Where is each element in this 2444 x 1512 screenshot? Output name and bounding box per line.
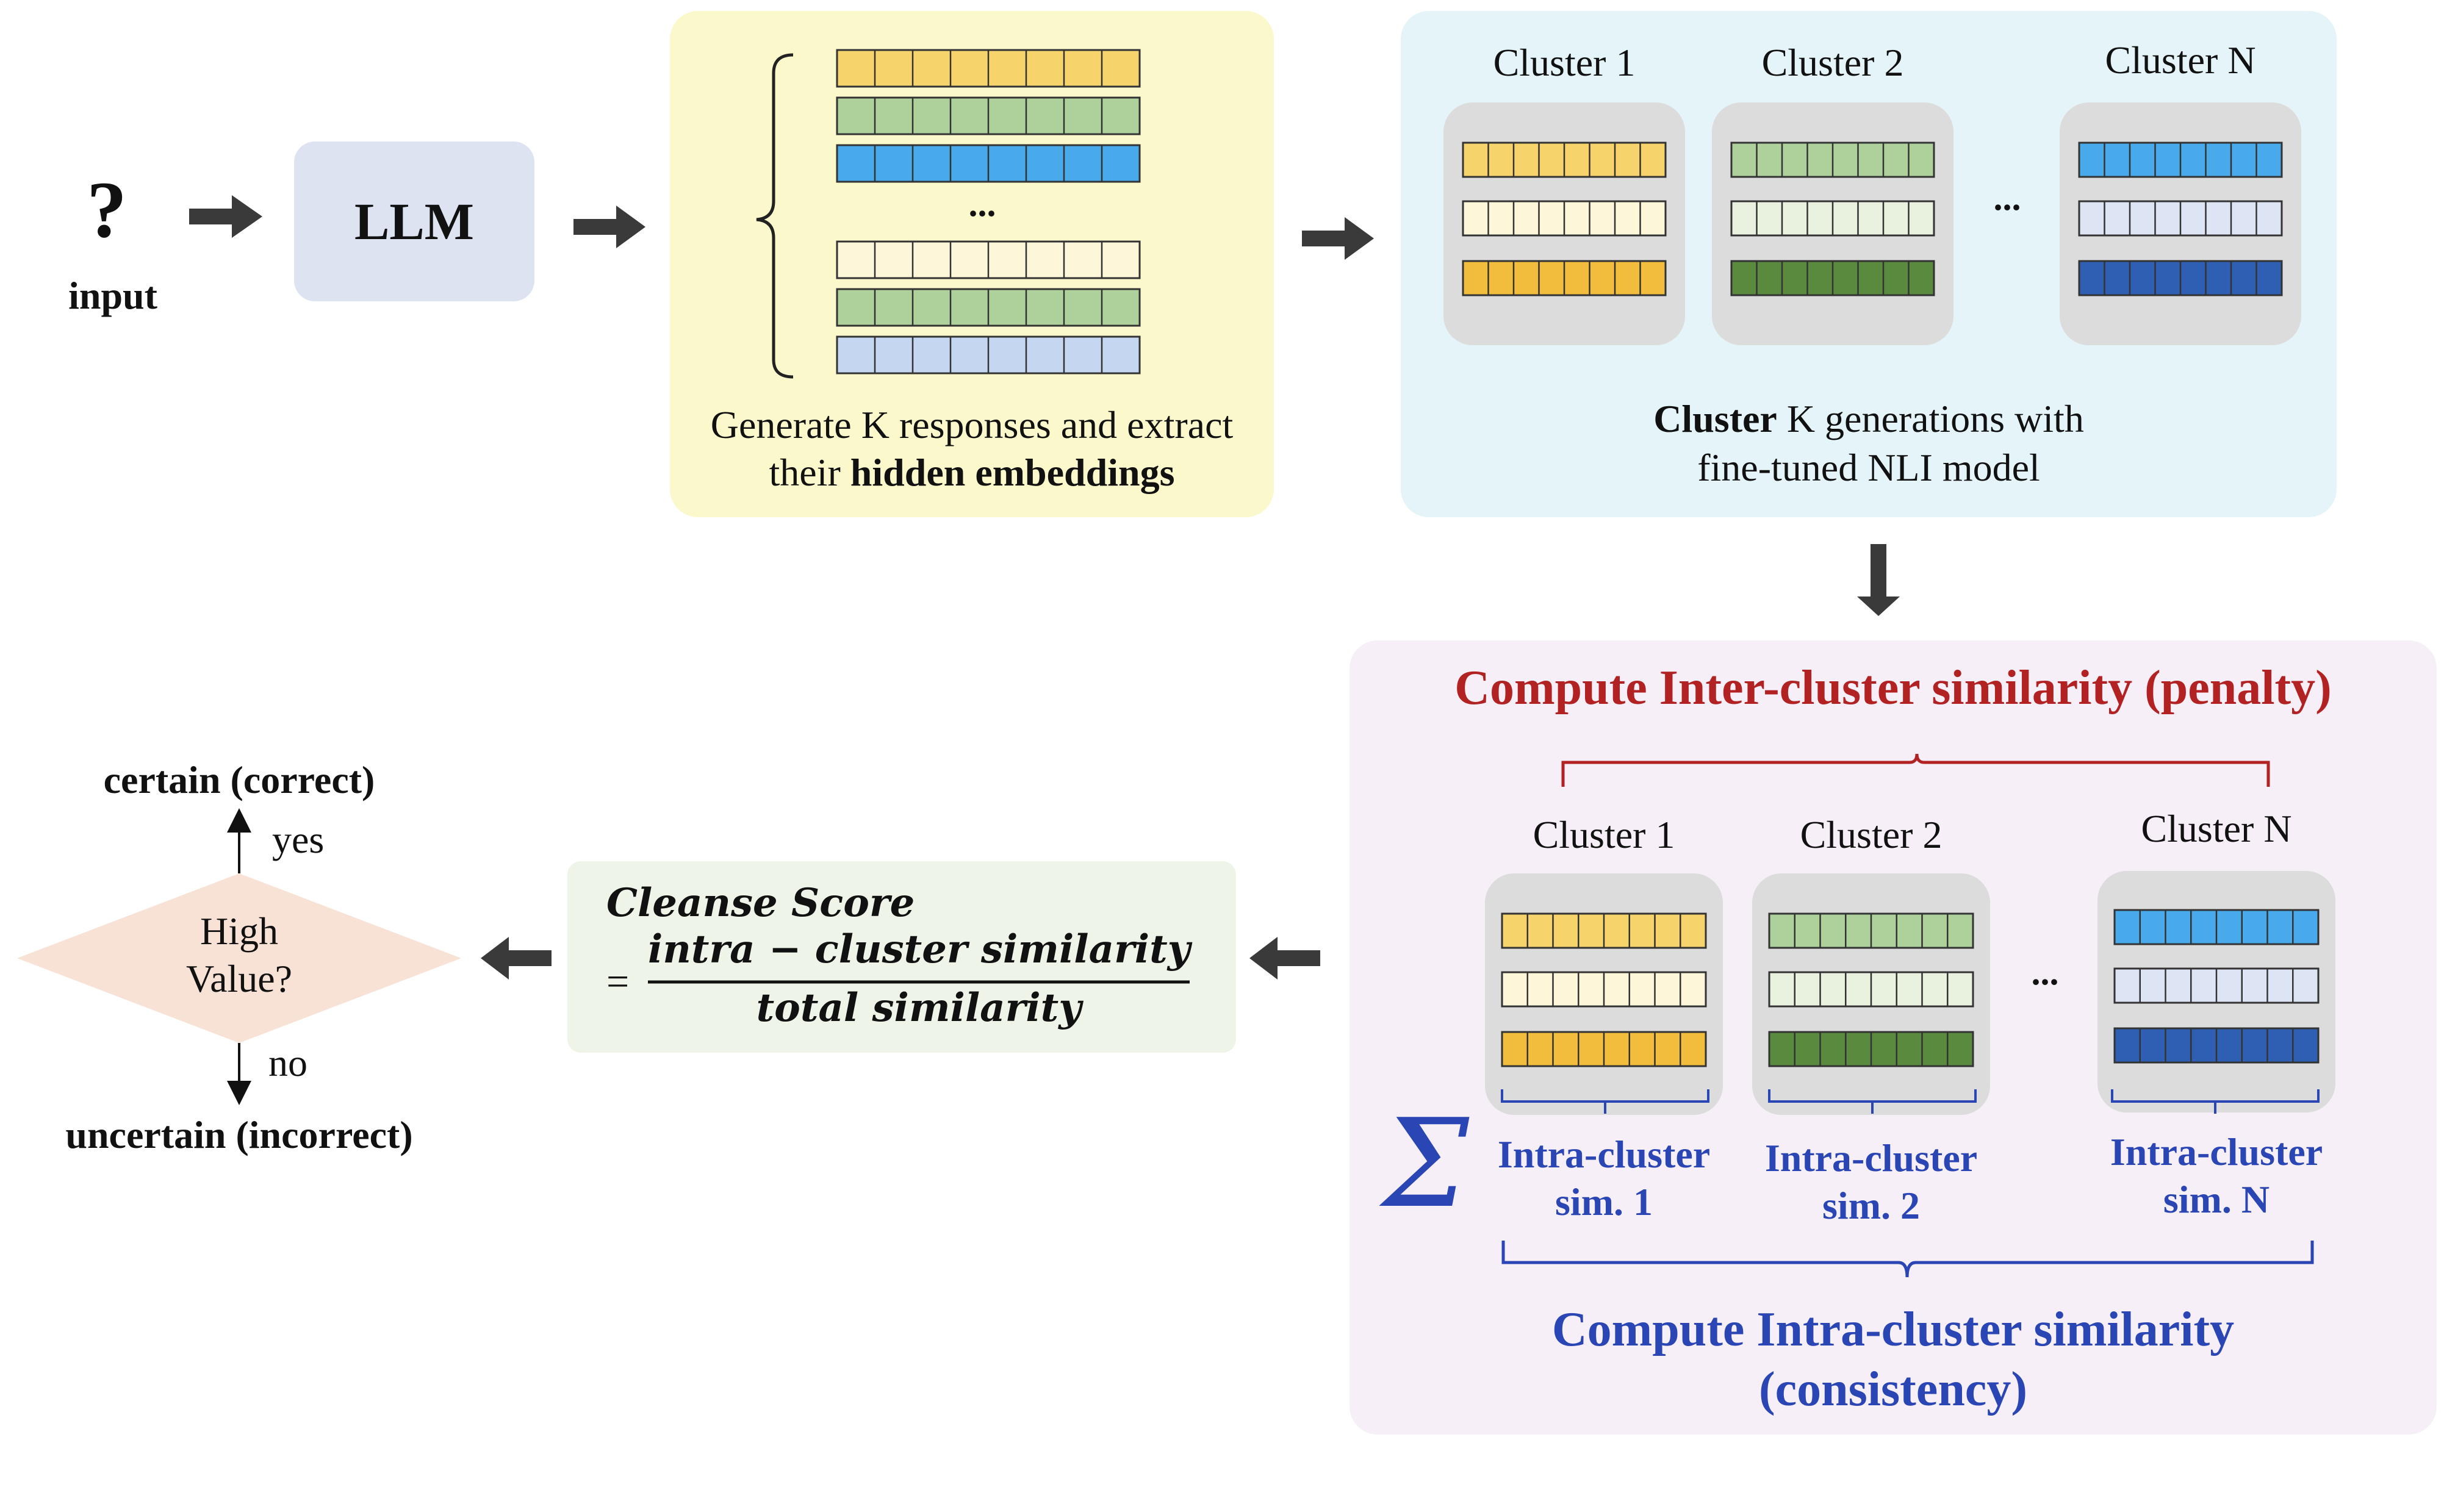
decision-diamond	[17, 873, 461, 1043]
intra-sim-1-line1: Intra-cluster	[1497, 1133, 1711, 1176]
cluster-caption-line2: fine-tuned NLI model	[1697, 446, 2040, 489]
embedding-grid-c2-1	[1730, 142, 1935, 178]
arrow-clustering-to-similarity	[1857, 544, 1900, 616]
generation-caption-line2: their hidden embeddings	[670, 450, 1274, 495]
sim-cluster-label-1: Cluster 1	[1533, 813, 1675, 856]
arrow-score-to-decision	[481, 937, 552, 980]
embedding-grid-s1-3	[1501, 1031, 1707, 1067]
arrow-generation-to-clustering	[1302, 217, 1374, 260]
generation-brace	[756, 53, 794, 379]
embedding-grid-gen-5	[836, 288, 1141, 327]
generation-ellipsis: ...	[968, 184, 996, 224]
embedding-grid-cn-1	[2078, 142, 2283, 178]
score-title: Cleanse Score	[606, 880, 915, 926]
intra-sim-n-line1: Intra-cluster	[2110, 1130, 2323, 1173]
cluster-ellipsis: ...	[1993, 177, 2021, 218]
intra-sim-2-line2: sim. 2	[1822, 1184, 1920, 1227]
cluster-label-1: Cluster 1	[1493, 41, 1636, 84]
no-label: no	[268, 1041, 307, 1084]
embedding-grid-cn-2	[2078, 200, 2283, 237]
embedding-grids	[836, 49, 2320, 1067]
arrow-llm-to-generation	[573, 206, 645, 248]
score-numerator: intra − cluster similarity	[648, 926, 1190, 972]
embedding-grid-gen-4	[836, 240, 1141, 279]
embedding-grid-gen-1	[836, 49, 1141, 88]
sim-cluster-ellipsis: ...	[2031, 952, 2059, 992]
generation-caption-bold: hidden embeddings	[850, 451, 1175, 494]
embedding-grid-gen-2	[836, 96, 1141, 135]
embedding-grid-cn-3	[2078, 260, 2283, 296]
embedding-grid-s2-1	[1768, 912, 1974, 949]
certain-label: certain (correct)	[103, 758, 375, 801]
embedding-grid-sn-3	[2113, 1027, 2320, 1064]
generation-caption-plain: their	[769, 451, 850, 494]
llm-label: LLM	[354, 192, 474, 251]
score-panel	[567, 861, 1236, 1053]
input-label: input	[68, 274, 157, 317]
cluster-label-n: Cluster N	[2105, 38, 2256, 82]
flow-arrows	[189, 195, 1900, 980]
sigma-symbol: Σ	[1382, 1093, 1469, 1235]
arrow-input-to-llm	[189, 195, 262, 238]
embedding-grid-s2-3	[1768, 1031, 1974, 1067]
embedding-grid-c2-3	[1730, 260, 1935, 296]
intra-sim-n-line2: sim. N	[2163, 1178, 2270, 1221]
intra-cluster-title-line2: (consistency)	[1759, 1363, 2027, 1416]
score-denominator: total similarity	[756, 985, 1082, 1031]
diamond-label-line1: High	[200, 909, 278, 953]
intra-sim-2-line1: Intra-cluster	[1764, 1136, 1978, 1180]
input-question-mark: ?	[87, 165, 127, 254]
intra-sim-1-line2: sim. 1	[1555, 1180, 1653, 1224]
embedding-grid-c1-1	[1462, 142, 1667, 178]
intra-cluster-title-line1: Compute Intra-cluster similarity	[1551, 1303, 2235, 1356]
arrow-similarity-to-score	[1249, 937, 1320, 980]
embedding-grid-sn-1	[2113, 909, 2320, 945]
uncertain-label: uncertain (incorrect)	[65, 1113, 413, 1156]
cluster-label-2: Cluster 2	[1761, 41, 1904, 84]
embedding-grid-gen-6	[836, 335, 1141, 374]
cluster-caption-rest: K generations with	[1777, 397, 2084, 440]
diamond-label-line2: Value?	[185, 957, 293, 1000]
intra-underbraces	[1501, 1089, 2320, 1114]
embedding-grid-s1-2	[1501, 971, 1707, 1008]
cluster-caption-bold: Cluster	[1653, 397, 1777, 440]
embedding-grid-s2-2	[1768, 971, 1974, 1008]
sim-cluster-label-n: Cluster N	[2141, 807, 2292, 850]
embedding-grid-sn-2	[2113, 967, 2320, 1004]
yes-label: yes	[272, 818, 325, 861]
embedding-grid-s1-1	[1501, 912, 1707, 949]
score-equals: =	[606, 959, 630, 1004]
embedding-grid-c1-2	[1462, 200, 1667, 237]
embedding-grid-c1-3	[1462, 260, 1667, 296]
generation-caption-line1: Generate K responses and extract	[710, 403, 1234, 446]
embedding-grid-c2-2	[1730, 200, 1935, 237]
embedding-grid-gen-3	[836, 144, 1141, 183]
sim-cluster-label-2: Cluster 2	[1800, 813, 1943, 856]
inter-cluster-brace	[1561, 753, 2270, 787]
inter-cluster-title: Compute Inter-cluster similarity (penalt…	[1454, 661, 2332, 715]
cluster-caption-line1: Cluster K generations with	[1401, 396, 2337, 442]
llm-box	[294, 142, 534, 301]
intra-cluster-brace	[1501, 1241, 2314, 1278]
